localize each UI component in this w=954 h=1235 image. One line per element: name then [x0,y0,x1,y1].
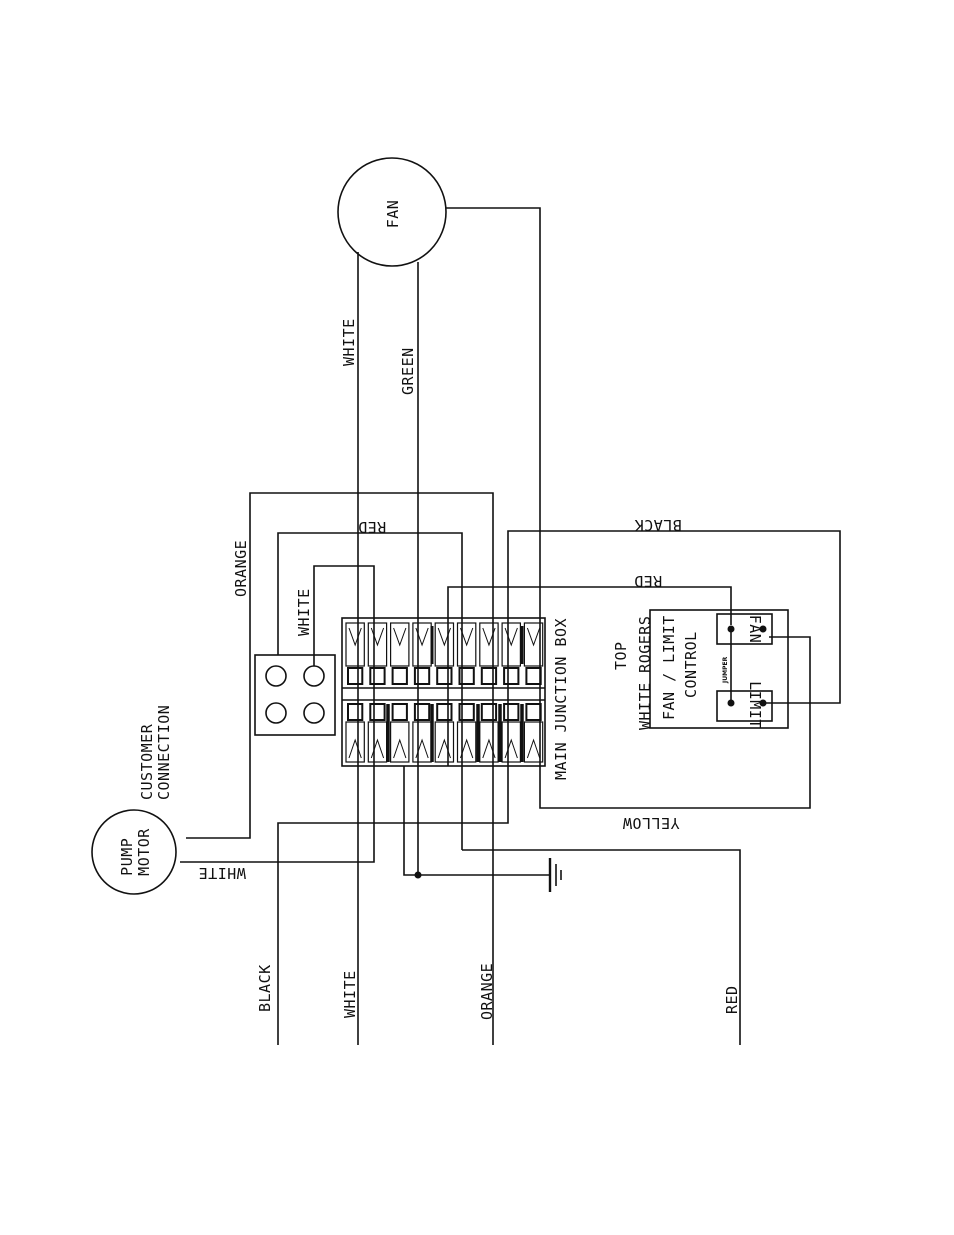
fan-motor: FAN [338,158,446,266]
junction-dot [415,872,422,879]
wire-black [278,531,840,1045]
terminal-circle [304,703,324,723]
label-orange-top: ORANGE [232,540,250,597]
wire-ground [404,766,550,875]
terminal-cell [391,623,409,684]
wire-red-supply [462,850,740,1045]
terminal-cell [346,704,364,762]
control-fan-label: FAN [746,615,764,644]
fan-motor-label: FAN [384,200,402,229]
terminal-circle [304,666,324,686]
jumper-label: JUMPER [722,656,729,684]
terminal-circle [266,703,286,723]
label-white-conn: WHITE [295,588,313,636]
label-supply-black: BLACK [256,964,274,1012]
terminal-cell [413,704,431,762]
terminal-cell [435,623,453,684]
terminal-cell [502,623,520,684]
terminal-cell [413,623,431,684]
wire-white-conn [180,566,374,862]
terminal-strip [346,623,543,762]
pump-motor-label: PUMP MOTOR [118,828,153,876]
terminal-cell [391,704,409,762]
terminal-circle [266,666,286,686]
customer-connection-box [255,655,335,735]
label-supply-orange: ORANGE [478,963,496,1020]
terminal-cell [502,704,520,762]
wire-red-top [278,533,462,850]
label-fan-white: WHITE [340,318,358,366]
terminal-cell [368,704,386,762]
control-label: TOP WHITE ROGERS FAN / LIMIT CONTROL [612,606,700,730]
terminal-cell [458,704,476,762]
junction-box-label: MAIN JUNCTION BOX [552,618,570,780]
main-junction-box: MAIN JUNCTION BOX [342,618,570,780]
fan-limit-control: FAN LIMIT JUMPER TOP WHITE ROGERS FAN / … [612,606,788,730]
terminal-cell [480,623,498,684]
customer-connection-block: CUSTOMER CONNECTION [138,655,335,800]
customer-connection-label: CUSTOMER CONNECTION [138,705,173,800]
label-fan-green: GREEN [399,347,417,395]
ground-symbol [550,858,561,892]
label-red-control: RED [634,572,663,590]
label-supply-white: WHITE [341,970,359,1018]
label-supply-red: RED [723,985,741,1014]
pump-motor: PUMP MOTOR [92,810,176,894]
terminal-cell [480,704,498,762]
terminal-cell [368,623,386,684]
terminal-cell [346,623,364,684]
label-pump-white: WHITE [198,864,246,882]
terminal-cell [458,623,476,684]
wiring [180,208,840,1045]
label-red-top: RED [358,518,387,536]
terminal-cell [435,704,453,762]
control-limit-label: LIMIT [746,681,764,729]
label-yellow: YELLOW [622,814,680,832]
label-black-control: BLACK [634,516,682,534]
